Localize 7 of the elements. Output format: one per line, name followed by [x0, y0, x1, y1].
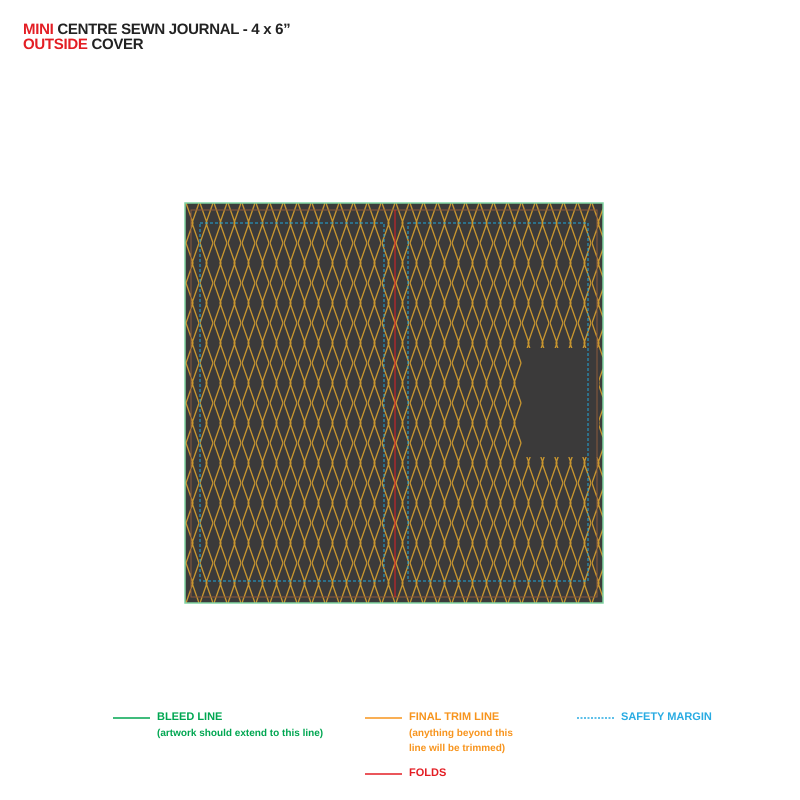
legend-note: (anything beyond this line will be trimmed)	[409, 727, 514, 756]
legend-label: BLEED LINE	[157, 710, 222, 725]
legend-label: SAFETY MARGIN	[621, 710, 712, 725]
page-title: MINI CENTRE SEWN JOURNAL - 4 x 6” OUTSIDE COVER	[23, 22, 292, 52]
legend-label: FINAL TRIM LINE	[409, 710, 500, 725]
legend-label: FOLDS	[409, 766, 446, 781]
legend-note: (artwork should extend to this line)	[157, 727, 324, 741]
